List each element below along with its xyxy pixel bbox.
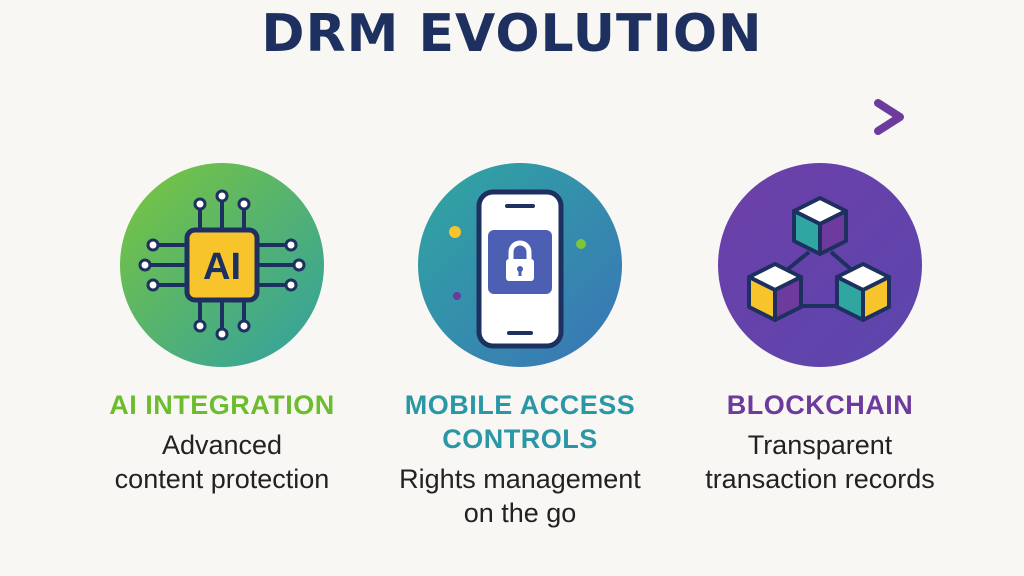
step-ai-integration: AI AI INTEGRATION Advanced content prote… bbox=[72, 160, 372, 496]
page-title: DRM EVOLUTION bbox=[261, 4, 763, 64]
step-blockchain: BLOCKCHAIN Transparent transaction recor… bbox=[670, 160, 970, 496]
dot-green bbox=[576, 239, 586, 249]
dot-purple bbox=[453, 292, 461, 300]
step-title: BLOCKCHAIN bbox=[726, 390, 914, 420]
timeline-arrow bbox=[116, 99, 904, 135]
chip-label: AI bbox=[203, 246, 241, 288]
step-title: AI INTEGRATION bbox=[109, 390, 335, 420]
dot-yellow bbox=[449, 226, 461, 238]
blockchain-cubes-icon bbox=[718, 163, 922, 367]
step-description: Transparent transaction records bbox=[705, 430, 935, 494]
mobile-lock-icon bbox=[418, 163, 622, 367]
step-description: Rights management on the go bbox=[399, 464, 641, 528]
step-mobile-access-controls: MOBILE ACCESS CONTROLS Rights management… bbox=[370, 160, 670, 530]
step-title: MOBILE ACCESS CONTROLS bbox=[404, 390, 636, 454]
ai-chip-icon: AI bbox=[120, 163, 324, 367]
step-description: Advanced content protection bbox=[114, 430, 330, 494]
